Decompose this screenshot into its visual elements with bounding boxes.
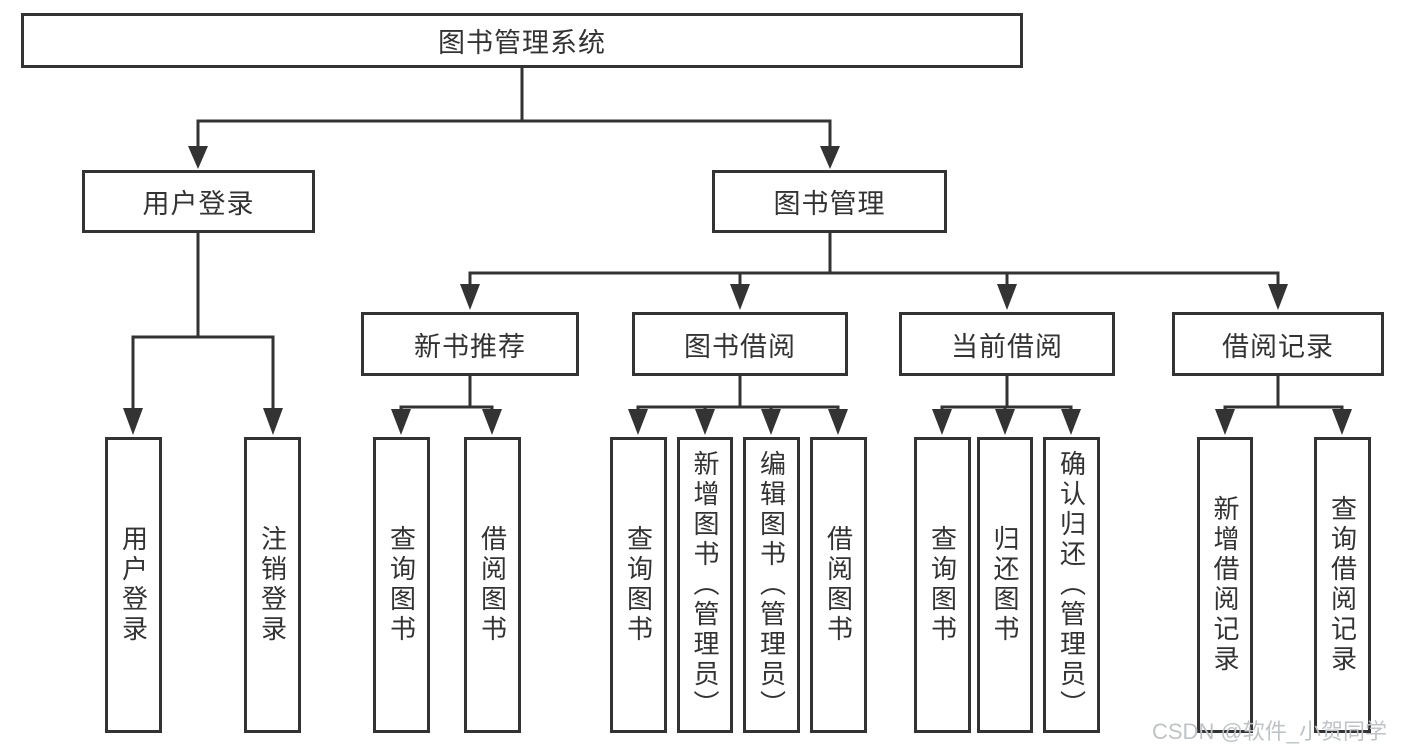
node-borrow-record: 借阅记录 [1172, 312, 1384, 376]
node-root: 图书管理系统 [21, 13, 1023, 68]
leaf-rec-borrow-book-label: 借阅图书 [477, 525, 508, 645]
leaf-br-query-record-label: 查询借阅记录 [1327, 495, 1358, 675]
watermark: CSDN @软件_小贺同学 [1152, 719, 1388, 744]
leaf-rec-query-book: 查询图书 [373, 437, 430, 733]
leaf-cb-confirm-return: 确认归还（管理员） [1043, 437, 1100, 733]
leaf-bb-query-book-label: 查询图书 [623, 525, 654, 645]
leaf-user-login: 用户登录 [105, 437, 162, 733]
leaf-cb-query-book: 查询图书 [914, 437, 971, 733]
leaf-bb-add-book-label: 新增图书（管理员） [690, 450, 720, 720]
node-root-label: 图书管理系统 [438, 28, 606, 58]
leaf-bb-edit-book-label: 编辑图书（管理员） [756, 450, 787, 720]
node-book-mgmt-label: 图书管理 [773, 189, 886, 219]
node-book-borrow-label: 图书借阅 [684, 331, 796, 362]
leaf-cb-confirm-return-label: 确认归还（管理员） [1056, 450, 1087, 720]
leaf-rec-borrow-book: 借阅图书 [464, 437, 521, 733]
leaf-bb-add-book: 新增图书（管理员） [677, 437, 733, 733]
node-current-borrow-label: 当前借阅 [951, 331, 1063, 362]
node-user-login-label: 用户登录 [142, 189, 255, 219]
leaf-cb-return-book: 归还图书 [977, 437, 1033, 733]
node-new-book-rec: 新书推荐 [361, 312, 579, 376]
node-user-login: 用户登录 [82, 170, 315, 233]
leaf-br-add-record: 新增借阅记录 [1197, 437, 1253, 733]
node-current-borrow: 当前借阅 [899, 312, 1115, 376]
leaf-bb-query-book: 查询图书 [610, 437, 667, 733]
node-borrow-record-label: 借阅记录 [1222, 331, 1334, 362]
node-new-book-rec-label: 新书推荐 [414, 331, 526, 362]
leaf-user-login-label: 用户登录 [118, 525, 149, 645]
node-book-mgmt: 图书管理 [712, 170, 947, 233]
leaf-bb-borrow-book-label: 借阅图书 [823, 525, 854, 645]
leaf-br-add-record-label: 新增借阅记录 [1210, 495, 1240, 675]
leaf-cb-query-book-label: 查询图书 [927, 525, 958, 645]
leaf-rec-query-book-label: 查询图书 [386, 525, 417, 645]
leaf-cb-return-book-label: 归还图书 [990, 525, 1020, 645]
leaf-bb-edit-book: 编辑图书（管理员） [743, 437, 800, 733]
node-book-borrow: 图书借阅 [632, 312, 848, 376]
leaf-logout: 注销登录 [244, 437, 301, 733]
leaf-br-query-record: 查询借阅记录 [1314, 437, 1371, 733]
leaf-bb-borrow-book: 借阅图书 [810, 437, 867, 733]
leaf-logout-label: 注销登录 [257, 525, 288, 645]
